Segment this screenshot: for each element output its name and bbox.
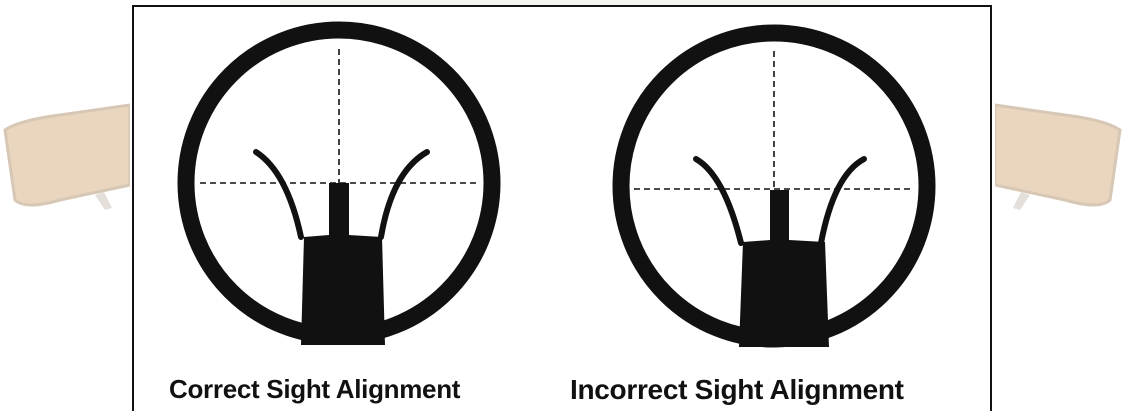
front-sight-right-wing xyxy=(821,159,864,243)
correct-alignment-caption: Correct Sight Alignment xyxy=(169,374,460,405)
front-sight-right-wing xyxy=(381,152,427,237)
sight-alignment-panel: Correct Sight Alignment Incorrect Sight … xyxy=(132,5,992,411)
correct-alignment-diagram xyxy=(186,30,492,345)
front-sight-left-wing xyxy=(696,159,741,243)
sight-diagrams xyxy=(134,7,990,411)
rifle-stock-right-graphic xyxy=(995,90,1125,220)
incorrect-alignment-diagram xyxy=(621,33,927,347)
rifle-stock-left-graphic xyxy=(0,90,130,220)
front-sight-post xyxy=(301,183,385,345)
front-sight-left-wing xyxy=(256,152,301,237)
incorrect-alignment-caption: Incorrect Sight Alignment xyxy=(570,374,904,406)
front-sight-post xyxy=(739,190,829,347)
